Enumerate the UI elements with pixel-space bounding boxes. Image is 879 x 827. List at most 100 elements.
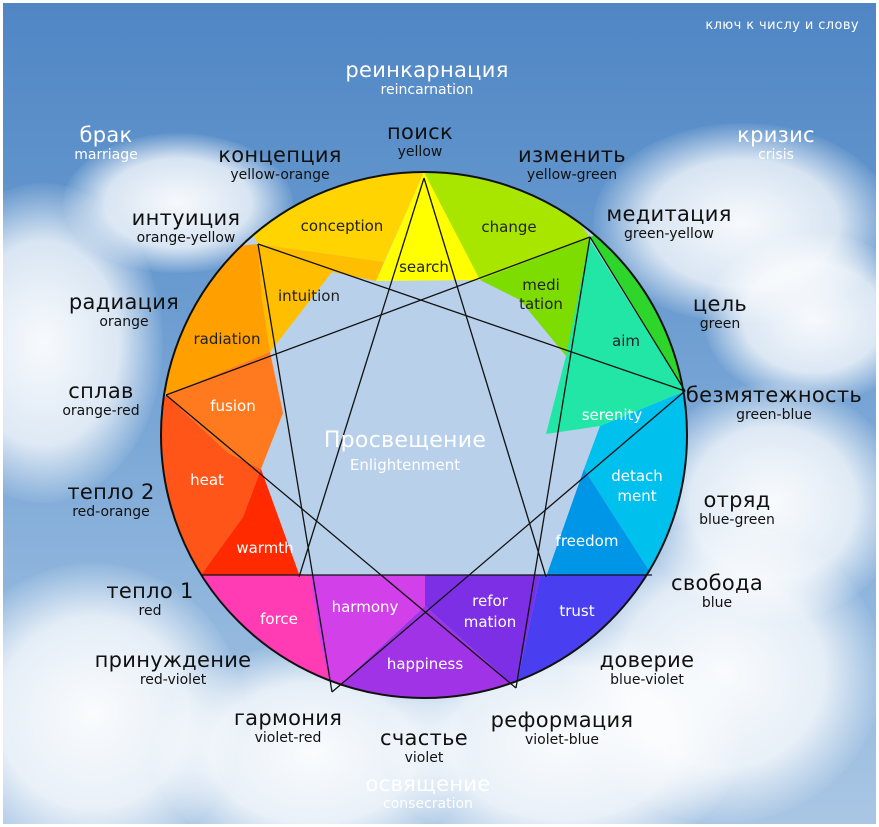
label-ru: изменить <box>518 143 626 167</box>
label-trust: доверие blue-violet <box>599 648 695 688</box>
segment-label-conception: conception <box>301 217 384 235</box>
segment-warmth <box>201 469 310 575</box>
segment-change <box>424 172 590 281</box>
label-en: blue-green <box>699 512 775 528</box>
wheel-outline <box>160 171 688 699</box>
label-serenity: безмятежность green-blue <box>685 383 863 423</box>
segment-label-reformation-1: refor <box>472 592 509 610</box>
segment-label-fusion: fusion <box>210 397 255 415</box>
label-ru: интуиция <box>131 206 241 230</box>
cloud <box>703 233 876 403</box>
label-reformation: реформация violet-blue <box>490 708 634 748</box>
label-warmth: тепло 1 red <box>106 579 194 619</box>
segment-trust <box>516 575 652 688</box>
label-reincarnation: реинкарнация reincarnation <box>345 58 509 98</box>
label-aim: цель green <box>692 292 748 332</box>
segment-label-radiation: radiation <box>194 330 261 348</box>
label-ru: принуждение <box>94 648 252 672</box>
segment-reformation <box>425 575 540 688</box>
segment-label-search: search <box>399 258 449 276</box>
label-change: изменить yellow-green <box>518 143 626 183</box>
segment-label-detachment-1: detach <box>611 467 663 485</box>
label-intuition: интуиция orange-yellow <box>131 206 241 246</box>
line <box>423 177 547 578</box>
label-en: green-blue <box>736 407 812 423</box>
label-crisis: кризис crisis <box>737 123 815 163</box>
label-en: red-orange <box>72 504 150 520</box>
line <box>257 243 686 392</box>
label-search: поиск yellow <box>387 120 453 160</box>
label-en: marriage <box>74 147 138 163</box>
line <box>165 394 517 689</box>
label-en: violet <box>404 750 444 766</box>
label-ru: цель <box>692 292 748 316</box>
segment-serenity <box>546 237 685 434</box>
segment-label-intuition: intuition <box>278 287 340 305</box>
segment-label-detachment-2: ment <box>617 487 656 505</box>
segment-meditation <box>480 237 590 356</box>
label-detachment: отряд blue-green <box>699 488 775 528</box>
label-ru: доверие <box>599 648 695 672</box>
label-en: consecration <box>383 796 473 812</box>
label-en: orange-red <box>62 403 140 419</box>
segment-label-force: force <box>260 610 298 628</box>
label-ru: безмятежность <box>685 383 863 407</box>
line <box>165 236 591 396</box>
sky-background <box>3 3 876 824</box>
line <box>298 177 425 578</box>
label-ru: отряд <box>703 488 771 512</box>
enneagram-lines <box>165 177 686 693</box>
segment-label-reformation-2: mation <box>464 613 517 631</box>
label-ru: кризис <box>737 123 815 147</box>
label-en: reincarnation <box>380 82 474 98</box>
label-ru: свобода <box>670 571 764 595</box>
segment-intuition <box>258 244 384 352</box>
line <box>257 243 333 693</box>
segment-fusion <box>166 352 283 469</box>
label-ru: концепция <box>218 143 342 167</box>
label-conception: концепция yellow-orange <box>218 143 342 183</box>
line <box>515 236 591 689</box>
segment-labels: search change medi tation aim serenity d… <box>190 217 663 673</box>
label-en: yellow <box>397 144 443 160</box>
label-marriage: брак marriage <box>74 125 138 163</box>
line <box>589 236 686 392</box>
segment-harmony <box>310 575 425 692</box>
label-force: принуждение red-violet <box>94 648 252 688</box>
label-ru: медитация <box>606 202 732 226</box>
label-en: green-yellow <box>624 226 714 242</box>
label-en: violet-blue <box>524 732 600 748</box>
label-ru: тепло 1 <box>106 579 194 603</box>
segment-label-harmony: harmony <box>332 598 399 616</box>
wheel-segments <box>161 172 687 698</box>
segment-label-change: change <box>481 218 536 236</box>
label-ru: реинкарнация <box>345 58 509 82</box>
label-freedom: свобода blue <box>670 571 764 611</box>
segment-label-aim: aim <box>612 332 640 350</box>
label-radiation: радиация orange <box>69 292 179 330</box>
label-ru: поиск <box>387 120 453 144</box>
segment-label-trust: trust <box>559 602 594 620</box>
segment-label-heat: heat <box>190 471 224 489</box>
segment-happiness <box>332 606 516 698</box>
label-en: crisis <box>758 147 794 163</box>
label-heat: тепло 2 red-orange <box>67 480 155 520</box>
center-title-en: Enlightenment <box>349 456 461 474</box>
label-en: orange-yellow <box>136 230 236 246</box>
label-ru: реформация <box>490 708 634 732</box>
label-en: red-violet <box>139 672 207 688</box>
segment-label-serenity: serenity <box>582 406 643 424</box>
segment-label-warmth: warmth <box>236 539 293 557</box>
segment-label-meditation-1: medi <box>522 276 560 294</box>
center-title: Просвещение Enlightenment <box>324 428 486 474</box>
corner-caption: ключ к числу и слову <box>705 18 859 33</box>
segment-aim <box>590 225 687 391</box>
label-consecration: освящение consecration <box>365 774 490 812</box>
label-en: yellow-green <box>526 167 618 183</box>
center-title-ru: Просвещение <box>323 428 487 453</box>
label-en: violet-red <box>254 730 322 746</box>
label-ru: тепло 2 <box>67 480 155 504</box>
segment-conception <box>230 172 424 262</box>
label-en: red <box>138 603 162 619</box>
